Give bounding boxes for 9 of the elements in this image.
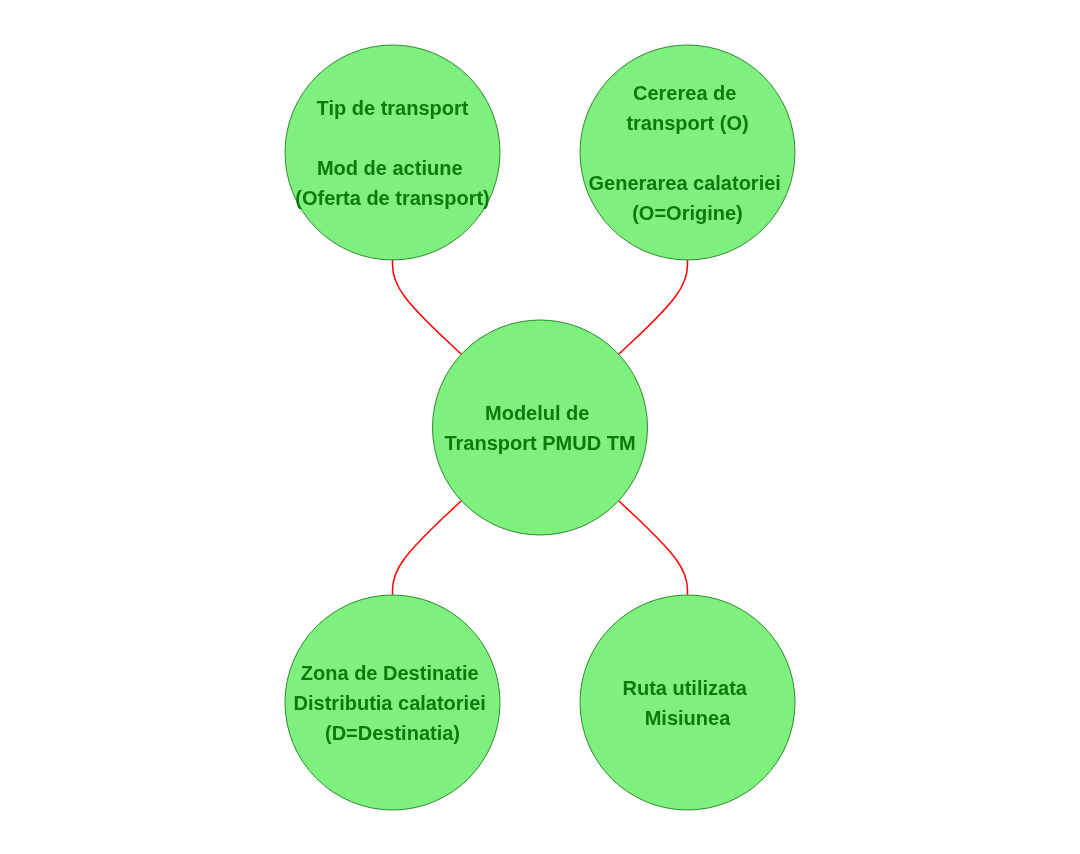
node-circle: Tip de transport Mod de actiune (Oferta de transport)	[284, 44, 501, 260]
node-circle: Zona de Destinatie Distributia calatoriei (D=Destinatia)	[284, 594, 501, 810]
connector	[391, 258, 463, 355]
connector	[617, 258, 689, 355]
node-circle: Modelul de Transport PMUD TM	[432, 319, 648, 535]
connector	[391, 499, 463, 596]
node-circle: Cererea de transport (O) Generarea calatoriei (O=Origine)	[579, 44, 796, 260]
node-circle: Ruta utilizata Misiunea	[579, 594, 796, 810]
connector	[617, 499, 689, 596]
